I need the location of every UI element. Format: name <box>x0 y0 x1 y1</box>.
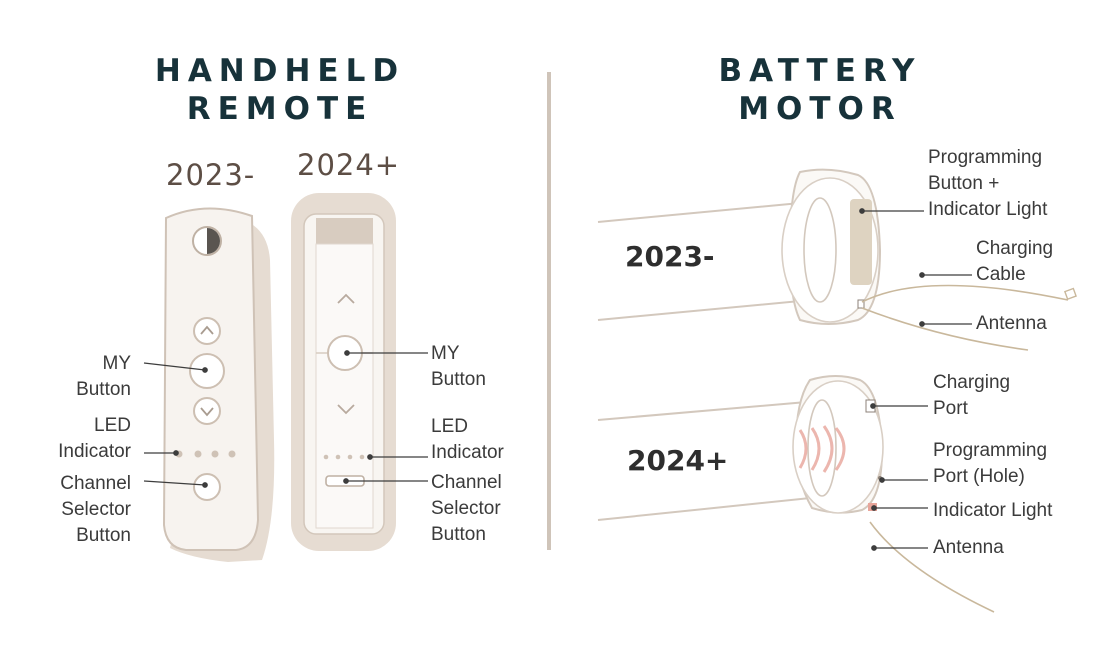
motor-version-new: 2024+ <box>627 444 729 477</box>
label-motor-2024-indicator-light: Indicator Light <box>933 500 1053 521</box>
motor-title-line2: MOTOR <box>738 91 902 127</box>
label-remote-2023-my-button: MY Button <box>76 353 131 400</box>
remote-version-old: 2023- <box>166 158 256 192</box>
remote-2024-up-arrow <box>337 293 355 304</box>
remote-title: HANDHELD REMOTE <box>100 52 460 128</box>
motor-2024-illustration <box>597 375 995 613</box>
motor-2024-antenna <box>869 521 995 613</box>
motor-2023-illustration <box>597 168 1077 351</box>
remote-2023-led-dots <box>175 450 236 458</box>
motor-version-old: 2023- <box>625 240 715 273</box>
motor-2023-charging-cable <box>861 284 1069 303</box>
remote-2024-illustration <box>291 193 396 551</box>
label-remote-2023-led: LED Indicator <box>58 415 131 462</box>
label-motor-2023-programming-button: Programming Button + Indicator Light <box>928 147 1048 220</box>
label-motor-2023-antenna: Antenna <box>976 313 1047 334</box>
label-motor-2024-charging-port: Charging Port <box>933 372 1011 419</box>
remote-title-line2: REMOTE <box>186 91 374 127</box>
label-motor-2024-antenna: Antenna <box>933 537 1004 558</box>
label-motor-2024-programming-port: Programming Port (Hole) <box>933 440 1048 487</box>
panel-divider <box>547 72 551 550</box>
motor-2023-antenna <box>861 307 1029 351</box>
label-motor-2023-charging-cable: Charging Cable <box>976 238 1054 285</box>
remote-2023-down-button <box>193 397 221 425</box>
remote-2024-down-arrow <box>337 404 355 415</box>
remote-2024-top-panel <box>316 218 373 244</box>
remote-2023-illustration <box>162 207 275 562</box>
remote-2024-led-dots <box>323 454 365 460</box>
label-remote-2024-channel: Channel Selector Button <box>431 472 502 545</box>
remote-version-new: 2024+ <box>297 148 401 182</box>
remote-title-line1: HANDHELD <box>154 53 406 89</box>
motor-2023-programming-button <box>850 199 872 285</box>
motor-2024-signal-waves <box>798 425 846 473</box>
motor-title-line1: BATTERY <box>718 53 922 89</box>
label-remote-2023-channel: Channel Selector Button <box>60 473 131 546</box>
motor-title: BATTERY MOTOR <box>650 52 990 128</box>
remote-2023-up-button <box>193 317 221 345</box>
label-remote-2024-my-button: MY Button <box>431 343 486 390</box>
label-remote-2024-led: LED Indicator <box>431 416 504 463</box>
